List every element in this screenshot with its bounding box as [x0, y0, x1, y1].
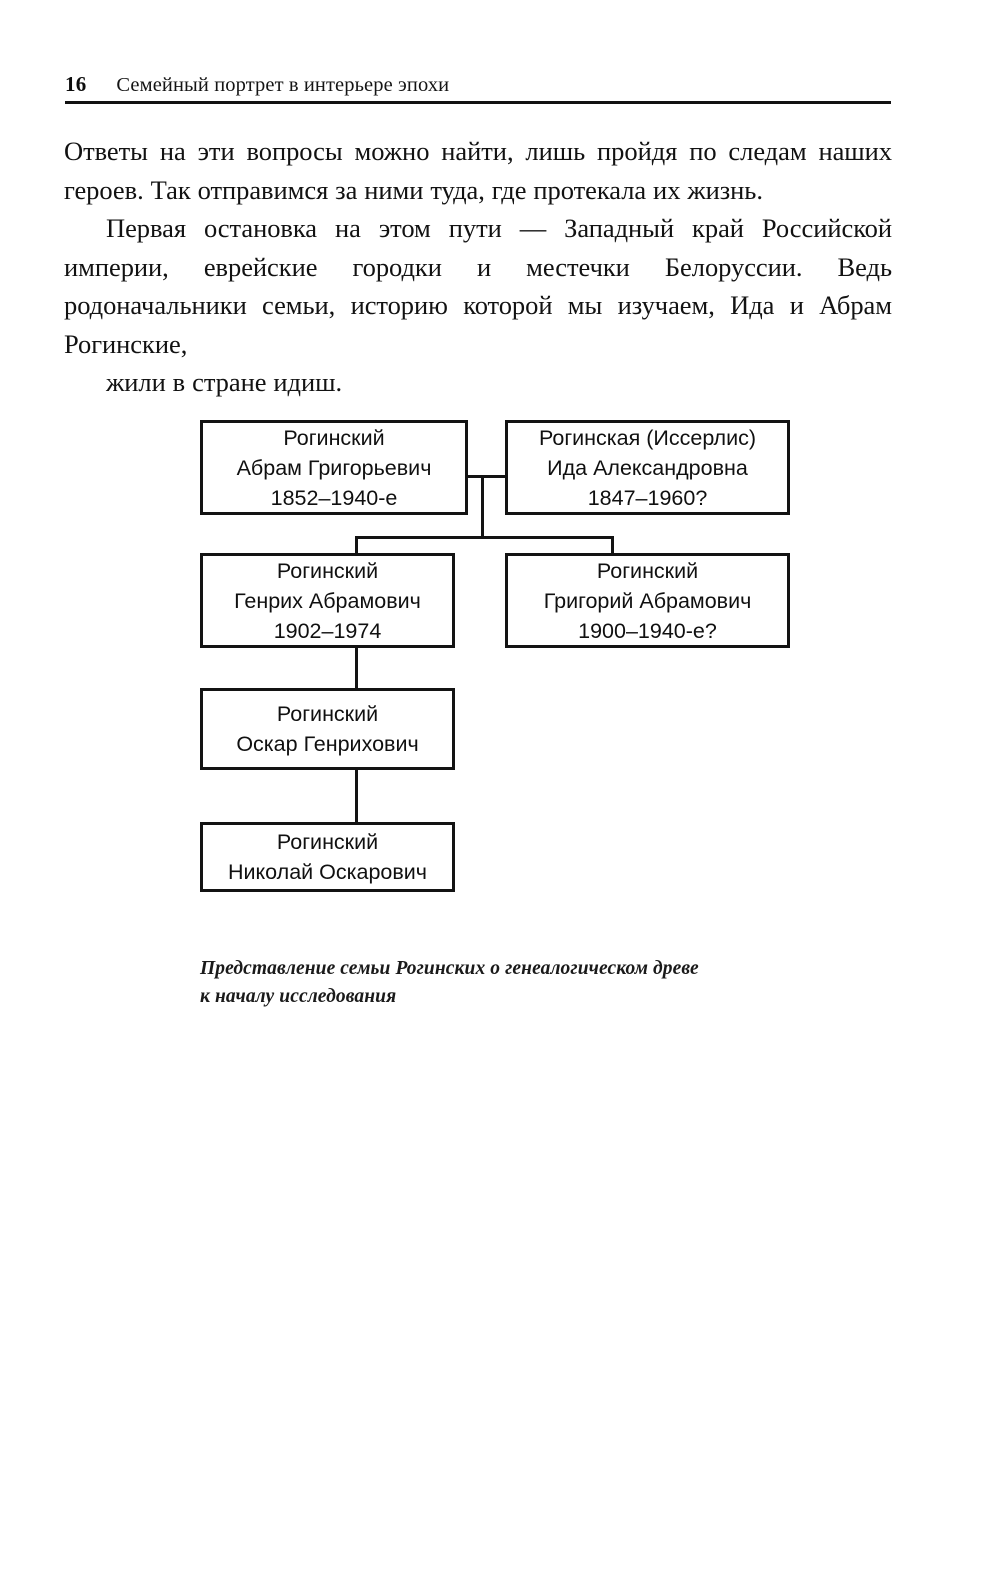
node-dates: 1900–1940-е? — [578, 618, 717, 643]
node-surname: Рогинский — [283, 425, 385, 450]
node-ida-roginskaya[interactable]: Рогинская (Иссерлис) Ида Александровна 1… — [505, 420, 790, 515]
node-given-name: Григорий Абрамович — [543, 588, 752, 613]
paragraph-1: Ответы на эти вопросы можно найти, лишь … — [64, 136, 892, 205]
node-given-name: Николай Оскарович — [227, 860, 427, 884]
figure-caption: Представление семьи Рогинских о генеалог… — [200, 955, 800, 1011]
connector-oskar-to-nikolay — [355, 768, 358, 824]
node-surname: Рогинская (Иссерлис) — [538, 425, 757, 450]
node-given-name: Ида Александровна — [547, 455, 748, 480]
node-surname: Рогинский — [276, 702, 379, 726]
node-surname: Рогинский — [276, 558, 379, 583]
node-grigory-roginsky[interactable]: Рогинский Григорий Абрамович 1900–1940-е… — [505, 553, 790, 648]
running-title: Семейный портрет в интерьере эпохи — [116, 74, 450, 96]
node-given-name: Абрам Григорьевич — [236, 455, 432, 480]
node-given-name: Оскар Генрихович — [236, 732, 419, 756]
node-surname: Рогинский — [276, 830, 379, 854]
node-dates: 1902–1974 — [273, 618, 382, 643]
connector-marriage-drop — [481, 475, 484, 538]
node-oskar-roginsky[interactable]: Рогинский Оскар Генрихович — [200, 688, 455, 770]
header-rule — [65, 101, 891, 104]
body-text: Ответы на эти вопросы можно найти, лишь … — [64, 132, 892, 402]
caption-line-1: Представление семьи Рогинских о генеалог… — [200, 958, 699, 979]
connector-sibling-bus — [355, 536, 614, 539]
running-head: 16 Семейный портрет в интерьере эпохи — [65, 72, 890, 104]
paragraph-2-last-line: жили в стране идиш. — [106, 367, 343, 397]
node-dates: 1847–1960? — [587, 485, 708, 510]
node-surname: Рогинский — [596, 558, 699, 583]
node-nikolay-roginsky[interactable]: Рогинский Николай Оскарович — [200, 822, 455, 892]
node-genrih-roginsky[interactable]: Рогинский Генрих Абрамович 1902–1974 — [200, 553, 455, 648]
node-given-name: Генрих Абрамович — [234, 588, 421, 613]
paragraph-2-main: Первая остановка на этом пути — Западный… — [64, 213, 892, 359]
connector-marriage-line — [468, 475, 505, 478]
connector-genrih-to-oskar — [355, 646, 358, 690]
page-number: 16 — [65, 72, 87, 96]
paragraph-2: Первая остановка на этом пути — Западный… — [64, 209, 892, 402]
node-dates: 1852–1940-е — [270, 485, 398, 510]
caption-line-2: к началу исследования — [200, 986, 397, 1007]
node-abram-roginsky[interactable]: Рогинский Абрам Григорьевич 1852–1940-е — [200, 420, 468, 515]
